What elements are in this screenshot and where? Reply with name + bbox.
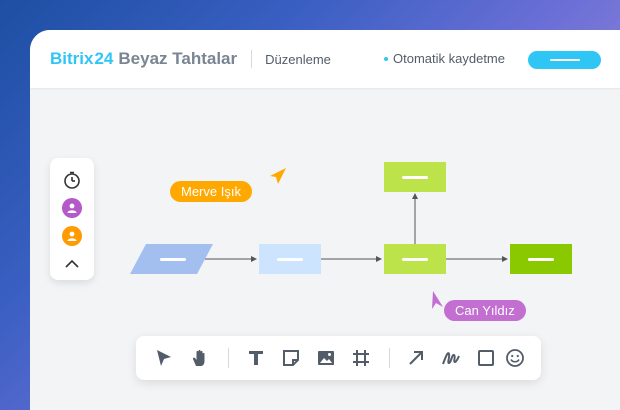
pen-icon[interactable] [441, 348, 461, 368]
bottom-toolbar [136, 336, 541, 380]
user-icon [67, 203, 77, 213]
node-text-placeholder [277, 258, 303, 261]
cursor-arrow-can-icon [432, 291, 443, 309]
node-text-placeholder [160, 258, 186, 261]
header: Bitrix 24 Beyaz Tahtalar Düzenleme Otoma… [30, 30, 620, 88]
brand-part1: Bitrix [50, 49, 94, 68]
cursor-label-merve: Merve Işık [170, 181, 252, 202]
hand-icon[interactable] [190, 348, 210, 368]
toolbar-divider [389, 348, 390, 368]
arrow-icon[interactable] [406, 348, 426, 368]
user-icon [67, 231, 77, 241]
whiteboard-app: Bitrix 24 Beyaz Tahtalar Düzenleme Otoma… [30, 30, 620, 410]
select-arrow-icon[interactable] [154, 348, 174, 368]
brand-part3: Beyaz Tahtalar [118, 49, 238, 68]
app-logo: Bitrix 24 Beyaz Tahtalar [50, 49, 237, 69]
cursor-label-can: Can Yıldız [444, 300, 526, 321]
timer-icon[interactable] [62, 170, 82, 190]
toolbar-divider [228, 348, 229, 368]
brand-part2: 24 [94, 49, 114, 68]
sticky-note-icon[interactable] [281, 348, 301, 368]
frame-icon[interactable] [351, 348, 371, 368]
autosave-label: Otomatik kaydetme [393, 51, 505, 66]
text-icon[interactable] [246, 348, 266, 368]
emoji-icon[interactable] [505, 348, 525, 368]
image-icon[interactable] [316, 348, 336, 368]
node-text-placeholder [402, 176, 428, 179]
user-avatar-orange[interactable] [62, 226, 82, 246]
flowchart [130, 162, 572, 309]
header-divider [251, 50, 253, 68]
node-text-placeholder [402, 258, 428, 261]
canvas[interactable]: Merve Işık Can Yıldız [30, 88, 620, 410]
mode-label: Düzenleme [265, 51, 331, 67]
shape-icon[interactable] [476, 348, 496, 368]
user-avatar-purple[interactable] [62, 198, 82, 218]
autosave-dot [384, 56, 388, 61]
chevron-up-icon[interactable] [62, 254, 82, 274]
autosave-status: Otomatik kaydetme [384, 51, 505, 66]
autosave-toggle[interactable] [528, 51, 601, 69]
cursor-arrow-merve-icon [270, 168, 286, 184]
side-panel [50, 158, 94, 280]
node-text-placeholder [528, 258, 554, 261]
